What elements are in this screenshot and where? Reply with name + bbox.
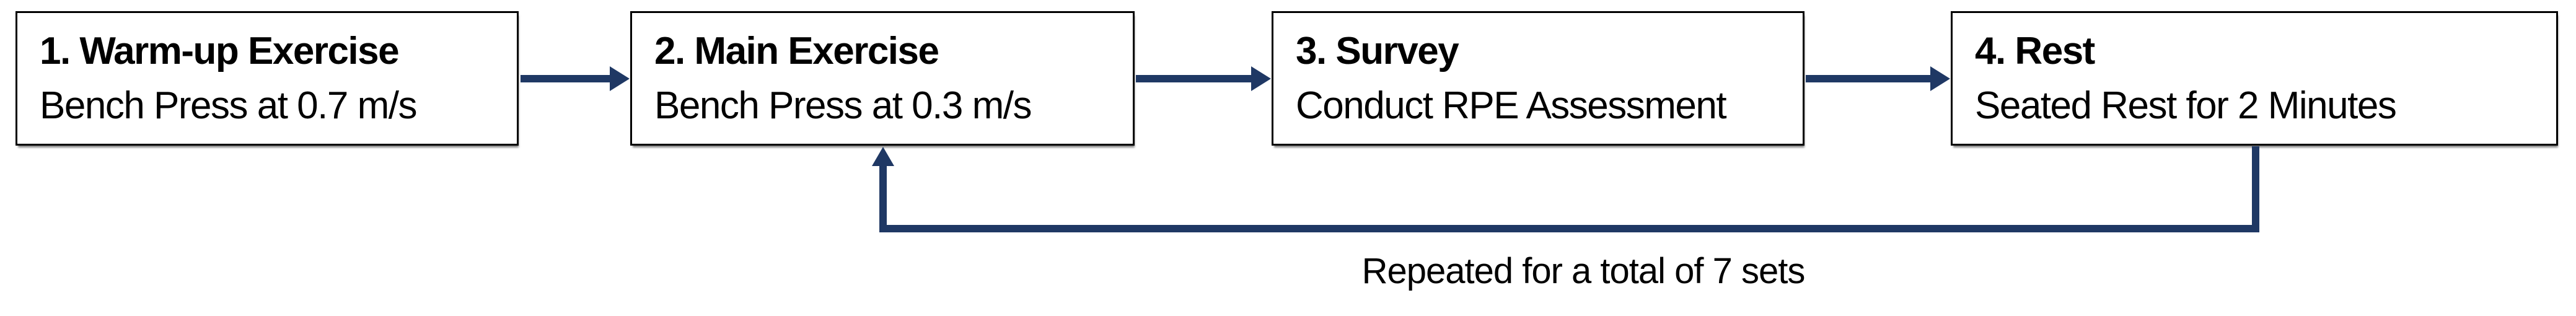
arrowhead-up-icon — [872, 147, 894, 166]
step-subtitle: Conduct RPE Assessment — [1296, 84, 1727, 127]
flow-step-box-rest: 4. Rest Seated Rest for 2 Minutes — [1951, 11, 2558, 146]
step-title: 2. Main Exercise — [654, 29, 939, 72]
step-subtitle: Bench Press at 0.7 m/s — [40, 84, 417, 127]
step-title: 4. Rest — [1975, 29, 2095, 72]
flow-step-box-main-exercise: 2. Main Exercise Bench Press at 0.3 m/s — [630, 11, 1135, 146]
arrow-right-icon — [1806, 66, 1950, 91]
arrowhead-icon — [1251, 66, 1271, 91]
step-title: 3. Survey — [1296, 29, 1459, 72]
loop-back-arrow — [872, 146, 2259, 232]
arrow-right-icon — [1136, 66, 1271, 91]
arrowhead-icon — [610, 66, 630, 91]
flow-step-box-warm-up: 1. Warm-up Exercise Bench Press at 0.7 m… — [15, 11, 519, 146]
arrow-right-icon — [521, 66, 630, 91]
flow-step-box-survey: 3. Survey Conduct RPE Assessment — [1272, 11, 1805, 146]
step-title: 1. Warm-up Exercise — [40, 29, 400, 72]
step-subtitle: Bench Press at 0.3 m/s — [654, 84, 1032, 127]
loop-repeat-label: Repeated for a total of 7 sets — [1361, 251, 1806, 291]
step-subtitle: Seated Rest for 2 Minutes — [1975, 84, 2397, 127]
arrowhead-icon — [1930, 66, 1950, 91]
loop-arrow-path — [879, 146, 2259, 232]
